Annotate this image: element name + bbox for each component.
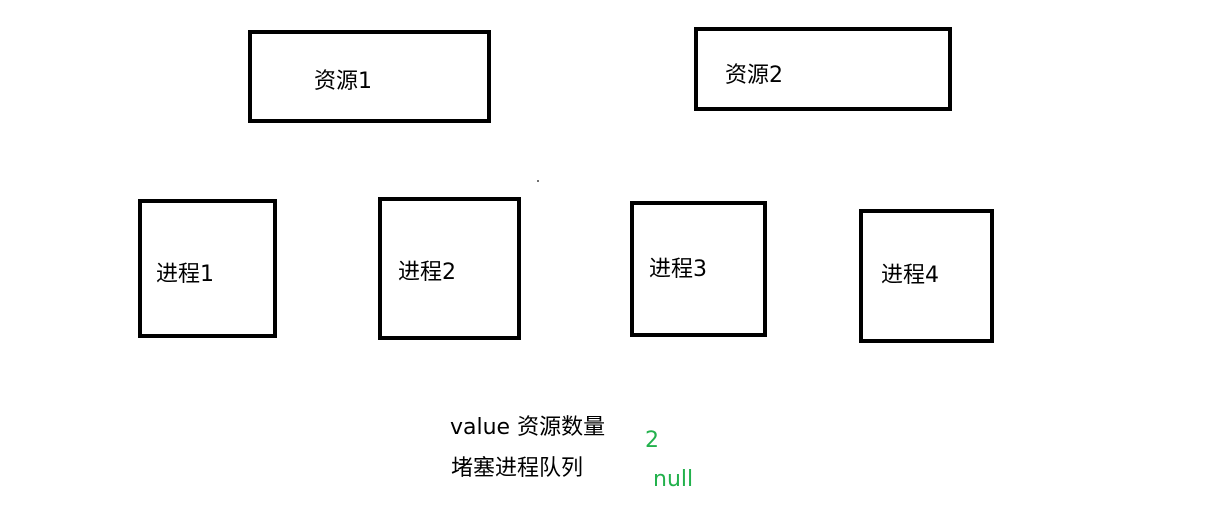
resource-box-1 (248, 30, 491, 123)
process-label-3: 进程3 (649, 257, 707, 282)
value-label: value 资源数量 (450, 415, 606, 440)
resource-label-1: 资源1 (314, 69, 372, 94)
queue-label: 堵塞进程队列 (451, 456, 584, 481)
resource-label-2: 资源2 (725, 63, 783, 88)
process-box-1 (138, 199, 277, 338)
process-box-4 (859, 209, 994, 343)
process-label-2: 进程2 (398, 260, 456, 285)
process-box-2 (378, 197, 521, 340)
resource-box-2 (694, 27, 952, 111)
process-label-1: 进程1 (156, 262, 214, 287)
process-label-4: 进程4 (881, 263, 939, 288)
value-number: 2 (645, 428, 659, 453)
stray-dot (537, 180, 539, 182)
process-box-3 (630, 201, 767, 337)
queue-value: null (653, 467, 694, 492)
